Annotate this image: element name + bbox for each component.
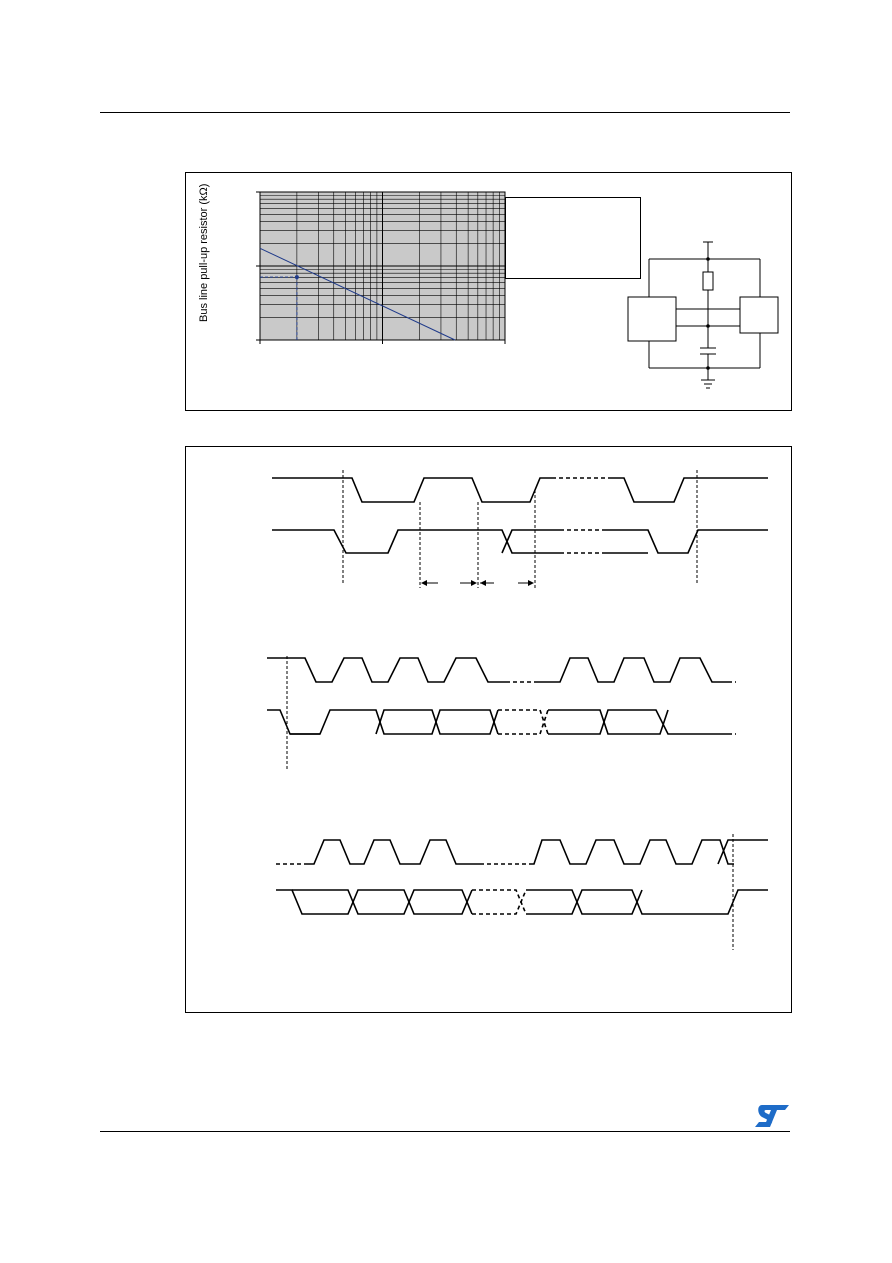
figure-2-frame [185,446,792,1013]
scl-stop-waveform [306,839,480,865]
st-logo [755,1105,789,1127]
chart-marked-point [294,275,299,280]
device-right [739,296,779,334]
bus-schematic [627,241,779,389]
scl-data-waveform [267,657,506,683]
sda-start-waveform [272,529,560,554]
device-left [627,296,677,342]
footer-rule [100,1131,790,1132]
header-rule [100,112,790,113]
sda-stop-waveform [276,889,473,915]
chart-legend-box [505,197,641,279]
timing-arrowheads [421,580,534,586]
chart-series-line [259,247,456,341]
scl-start-tail [612,477,768,503]
scl-start-waveform [272,477,552,503]
chart-grid [259,192,505,341]
chart-ticks [256,191,506,344]
